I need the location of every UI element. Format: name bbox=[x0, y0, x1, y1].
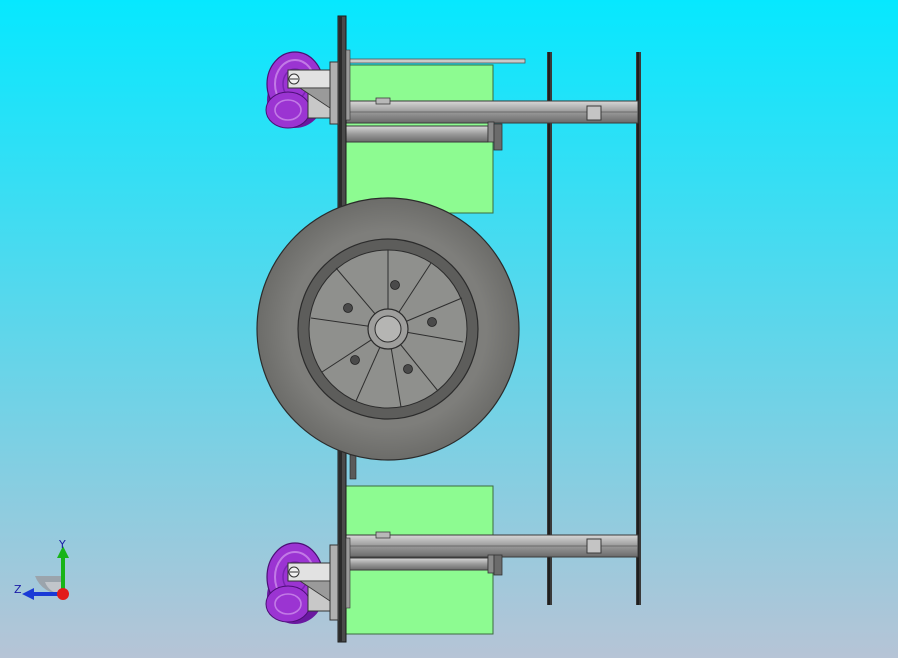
axis-y-label: Y bbox=[59, 538, 66, 551]
axis-z-label: Z bbox=[14, 583, 22, 596]
drive-wheel[interactable] bbox=[256, 197, 520, 461]
top-caster-wheel[interactable] bbox=[265, 51, 339, 129]
rear-frame-rail-1[interactable] bbox=[547, 52, 552, 605]
top-thin-plate bbox=[347, 58, 526, 64]
wheel-bolts bbox=[343, 280, 437, 374]
rear-frame-rail-2[interactable] bbox=[636, 52, 641, 605]
bottom-caster-wheel[interactable] bbox=[265, 542, 339, 624]
triad-graphic bbox=[22, 546, 69, 600]
coordinate-triad-icon: Y Z bbox=[10, 536, 80, 606]
